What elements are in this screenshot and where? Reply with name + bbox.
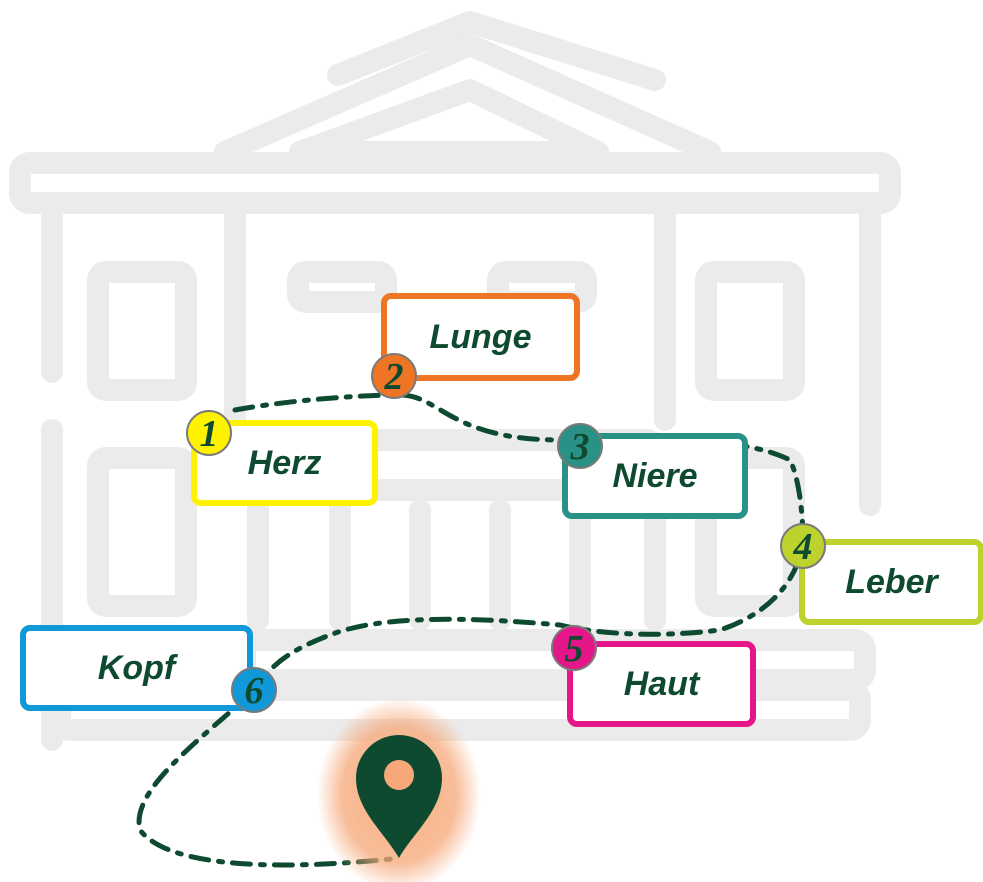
station-label: Herz — [248, 444, 322, 483]
station-label: Kopf — [98, 649, 175, 688]
station-badge-6: 6 — [231, 667, 277, 713]
station-label: Niere — [612, 457, 697, 496]
station-number: 3 — [571, 428, 590, 466]
station-label: Lunge — [430, 318, 532, 357]
station-box-kopf[interactable]: Kopf — [20, 625, 253, 711]
station-number: 2 — [385, 358, 404, 396]
station-box-leber[interactable]: Leber — [799, 539, 983, 625]
station-number: 6 — [245, 672, 264, 710]
station-badge-1: 1 — [186, 410, 232, 456]
station-number: 1 — [200, 415, 219, 453]
station-label: Leber — [845, 563, 938, 602]
station-badge-3: 3 — [557, 423, 603, 469]
station-badge-2: 2 — [371, 353, 417, 399]
station-badge-5: 5 — [551, 625, 597, 671]
station-number: 5 — [565, 630, 584, 668]
station-number: 4 — [794, 528, 813, 566]
station-badge-4: 4 — [780, 523, 826, 569]
station-label: Haut — [624, 665, 700, 704]
